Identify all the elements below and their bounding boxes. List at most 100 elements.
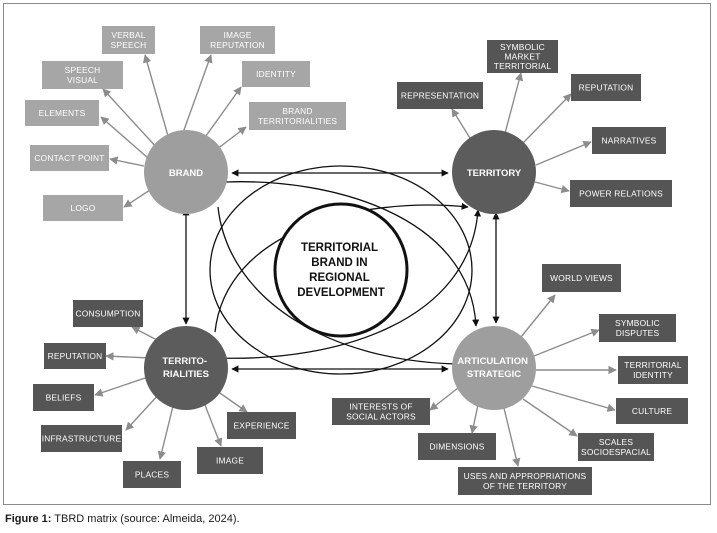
box-label-line: SOCIOESPACIAL	[581, 447, 651, 457]
box-label-line: LOGO	[70, 203, 95, 213]
arrow-logo	[123, 189, 151, 208]
arrow-representation	[451, 108, 474, 144]
box-label-line: DIMENSIONS	[429, 442, 484, 452]
box-rect	[41, 425, 122, 452]
box-label-line: PLACES	[135, 470, 169, 480]
box-label: INFRASTRUCTURE	[42, 434, 122, 444]
box-rect	[249, 102, 346, 130]
box-label-line: VISUAL	[67, 75, 98, 85]
center-line-2: BRAND IN	[311, 257, 367, 269]
box-label-line: BRAND	[282, 106, 312, 116]
box-label-line: ELEMENTS	[39, 108, 86, 118]
box-culture: CULTURE	[616, 398, 688, 424]
box-rect	[332, 398, 430, 425]
box-label-line: WORLD VIEWS	[550, 273, 613, 283]
arrow-symbolic-market	[503, 72, 524, 138]
box-elements: ELEMENTS	[25, 100, 99, 126]
box-label: NARRATIVES	[602, 136, 657, 146]
box-rect	[542, 264, 621, 292]
box-label-line: CULTURE	[632, 406, 673, 416]
box-label: REPRESENTATION	[401, 91, 479, 101]
box-reputation-t: REPUTATION	[571, 74, 641, 101]
box-rect	[487, 40, 558, 73]
box-beliefs: BELIEFS	[33, 384, 94, 411]
box-label: CONTACT POINT	[34, 153, 104, 163]
box-label: WORLD VIEWS	[550, 273, 613, 283]
arrow-beliefs	[94, 375, 152, 397]
box-label-line: SCALES	[599, 437, 633, 447]
box-label-line: IDENTITY	[256, 69, 296, 79]
box-rect	[571, 74, 641, 101]
hub-territorialities-line-2: RIALITIES	[163, 369, 209, 380]
box-label-line: SPEECH	[111, 40, 147, 50]
arrow-culture	[531, 385, 616, 412]
box-dimensions: DIMENSIONS	[418, 433, 496, 460]
connector-territorialities-territory-lower-arc	[217, 209, 482, 359]
center-line-1: TERRITORIAL	[301, 242, 378, 254]
box-rect	[397, 82, 483, 109]
box-label-line: MARKET	[504, 52, 540, 62]
box-label-line: REPUTATION	[210, 40, 265, 50]
box-label-line: DISPUTES	[616, 328, 660, 338]
tbrd-diagram: TERRITORIAL BRAND IN REGIONAL DEVELOPMEN…	[25, 26, 688, 495]
box-label-line: POWER RELATIONS	[579, 189, 663, 199]
box-label: REPUTATION	[579, 83, 634, 93]
box-rect	[618, 356, 688, 384]
box-label-line: SYMBOLIC	[500, 42, 545, 52]
box-label-line: BELIEFS	[46, 393, 82, 403]
arrow-infrastructure	[125, 392, 161, 431]
box-label-line: VERBAL	[111, 30, 145, 40]
box-label-line: USES AND APPROPRIATIONS	[464, 471, 587, 481]
box-label-line: IMAGE	[216, 456, 244, 466]
box-rect	[102, 26, 155, 54]
outer-ellipse	[209, 165, 473, 375]
box-experience: EXPERIENCE	[227, 412, 296, 439]
box-label: DIMENSIONS	[429, 442, 484, 452]
box-reputation-r: REPUTATION	[44, 343, 106, 369]
center-line-4: DEVELOPMENT	[297, 287, 385, 299]
box-rect	[242, 61, 310, 87]
box-label-line: REPUTATION	[579, 83, 634, 93]
box-rect	[200, 26, 275, 54]
box-label-line: SOCIAL ACTORS	[346, 411, 416, 421]
arrow-consumption	[131, 326, 158, 341]
box-rect	[418, 433, 496, 460]
box-rect	[44, 343, 106, 369]
box-rect	[42, 61, 123, 89]
box-world-views: WORLD VIEWS	[542, 264, 621, 292]
hub-territorialities: TERRITO- RIALITIES	[144, 326, 228, 410]
box-label-line: TERRITORIALITIES	[258, 116, 338, 126]
box-label-line: IDENTITY	[633, 370, 673, 380]
box-label: CULTURE	[632, 406, 673, 416]
box-narratives: NARRATIVES	[592, 127, 666, 154]
arrow-image-reputation	[179, 54, 213, 142]
arrow-verbal-speech	[143, 54, 171, 144]
box-identity: IDENTITY	[242, 61, 310, 87]
box-rect	[30, 145, 109, 171]
arrow-reputation-r	[105, 352, 151, 361]
hub-articulation-line-2: STRATEGIC	[467, 369, 521, 380]
hub-brand: BRAND	[144, 130, 228, 214]
box-rect	[458, 467, 592, 495]
arrow-reputation-t	[520, 93, 572, 146]
center-circle	[273, 202, 409, 338]
box-label: BELIEFS	[46, 393, 82, 403]
box-label-line: IMAGE	[224, 30, 252, 40]
box-rect	[616, 398, 688, 424]
arrow-scales	[522, 398, 578, 437]
box-rect	[73, 300, 143, 327]
arrow-uses	[502, 403, 521, 467]
spoke-arrows	[94, 54, 617, 467]
box-label: IDENTITY	[256, 69, 296, 79]
